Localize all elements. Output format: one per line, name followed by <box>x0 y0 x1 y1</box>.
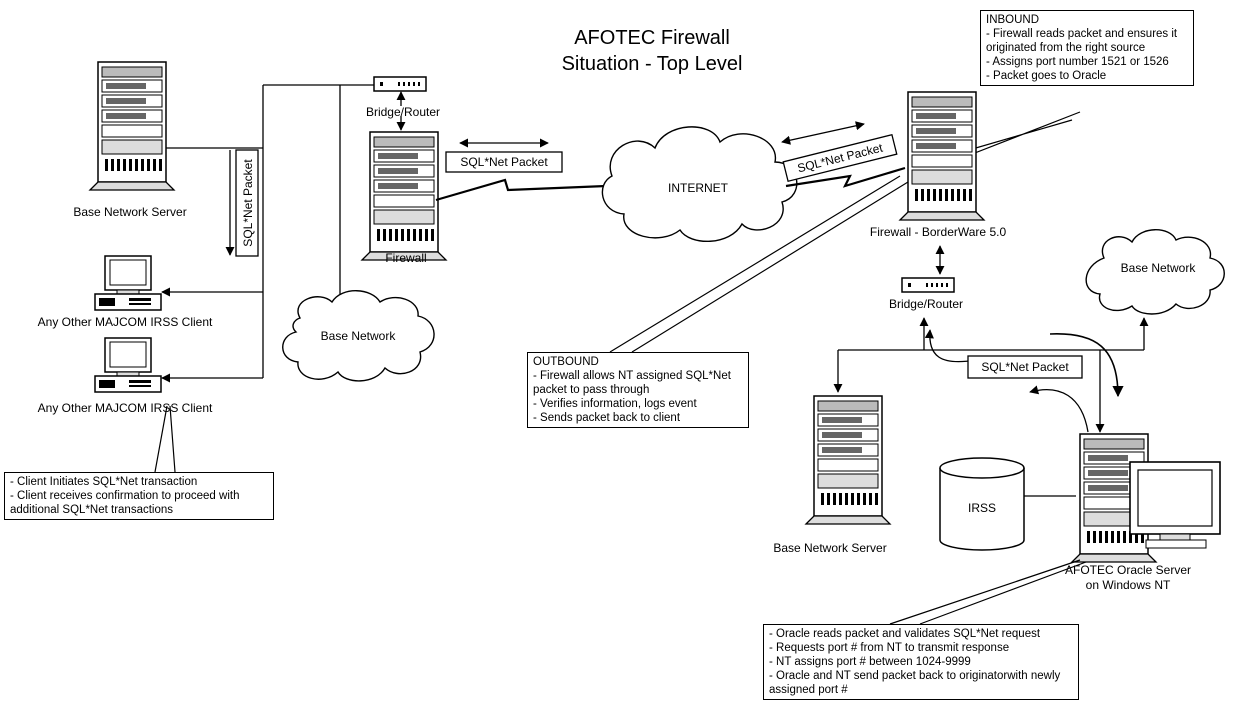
svg-text:SQL*Net Packet: SQL*Net Packet <box>460 155 548 169</box>
base-network-left-cloud <box>282 290 435 382</box>
inbound-line: originated from the right source <box>986 42 1146 54</box>
oracle-monitor-icon <box>1129 461 1221 549</box>
oracle-callout-line: - NT assigns port # between 1024-9999 <box>769 656 971 668</box>
irss-database-icon <box>939 457 1025 551</box>
internet-link-left <box>435 178 607 202</box>
flow-arrow-back-curve <box>1029 385 1089 433</box>
firewall-right-label: Firewall - BorderWare 5.0 <box>870 225 1007 239</box>
bridge-router-left-label: Bridge/Router <box>366 105 440 119</box>
client-2-icon <box>94 337 162 393</box>
title-line1: AFOTEC Firewall <box>574 27 730 49</box>
base-server-right-label: Base Network Server <box>773 541 886 555</box>
oracle-callout-leader <box>889 559 1087 625</box>
packet-right-bidir-arrow <box>781 121 865 145</box>
inbound-callout: INBOUND - Firewall reads packet and ensu… <box>980 10 1194 86</box>
flow-arrow-router-curve <box>924 329 977 363</box>
internet-cloud <box>601 126 798 242</box>
inbound-callout-leader <box>961 111 1081 159</box>
client-2-label: Any Other MAJCOM IRSS Client <box>38 401 213 415</box>
internet-label: INTERNET <box>668 181 729 195</box>
firewall-left-icon <box>361 131 447 261</box>
outbound-line: - Sends packet back to client <box>533 412 681 424</box>
left-server-label: Base Network Server <box>73 205 186 219</box>
outbound-callout-leader <box>609 175 909 353</box>
base-network-right-label: Base Network <box>1121 261 1197 275</box>
client-callout-line: - Client receives confirmation to procee… <box>10 490 240 502</box>
client-callout-line: - Client Initiates SQL*Net transaction <box>10 476 198 488</box>
title-line2: Situation - Top Level <box>562 53 743 75</box>
flow-arrow-to-oracle-curve <box>1049 333 1124 398</box>
client-1-icon <box>94 255 162 311</box>
inbound-heading: INBOUND <box>986 14 1040 26</box>
outbound-heading: OUTBOUND <box>533 356 599 368</box>
inbound-line: - Assigns port number 1521 or 1526 <box>986 56 1169 68</box>
client-callout-line: additional SQL*Net transactions <box>10 504 174 516</box>
internet-link-right <box>785 166 906 188</box>
oracle-callout-line: - Requests port # from NT to transmit re… <box>769 642 1010 654</box>
inbound-line: - Packet goes to Oracle <box>986 70 1107 82</box>
client-1-label: Any Other MAJCOM IRSS Client <box>38 315 213 329</box>
svg-text:SQL*Net Packet: SQL*Net Packet <box>981 360 1069 374</box>
bridge-router-right-icon <box>901 277 955 293</box>
oracle-callout: - Oracle reads packet and validates SQL*… <box>763 624 1079 700</box>
firewall-right-icon <box>899 91 985 221</box>
svg-text:SQL*Net Packet: SQL*Net Packet <box>241 159 255 247</box>
outbound-line: - Firewall allows NT assigned SQL*Net <box>533 370 731 382</box>
base-network-left-label: Base Network <box>321 329 397 343</box>
oracle-callout-line: assigned port # <box>769 684 848 696</box>
client-callout: - Client Initiates SQL*Net transaction -… <box>4 472 274 520</box>
oracle-callout-line: - Oracle and NT send packet back to orig… <box>769 670 1061 682</box>
oracle-server-label-line1: AFOTEC Oracle Server <box>1065 563 1191 577</box>
left-server-icon <box>89 61 175 191</box>
outbound-line: packet to pass through <box>533 384 650 396</box>
base-network-right-cloud <box>1085 229 1225 315</box>
inbound-line: - Firewall reads packet and ensures it <box>986 28 1178 40</box>
oracle-server-label-line2: on Windows NT <box>1086 578 1171 592</box>
packet-label-bottom: SQL*Net Packet <box>967 355 1083 379</box>
outbound-callout: OUTBOUND - Firewall allows NT assigned S… <box>527 352 749 428</box>
irss-database-label: IRSS <box>968 501 996 515</box>
bridge-router-left-icon <box>373 76 427 92</box>
packet-label-left: SQL*Net Packet <box>445 151 563 173</box>
oracle-callout-line: - Oracle reads packet and validates SQL*… <box>769 628 1041 640</box>
bridge-router-right-label: Bridge/Router <box>889 297 963 311</box>
outbound-line: - Verifies information, logs event <box>533 398 697 410</box>
firewall-left-label: Firewall <box>385 251 426 265</box>
packet-label-right: SQL*Net Packet <box>782 133 898 183</box>
base-server-right-icon <box>805 395 891 525</box>
packet-label-vertical: SQL*Net Packet <box>235 149 259 257</box>
client-callout-leader <box>154 405 176 473</box>
